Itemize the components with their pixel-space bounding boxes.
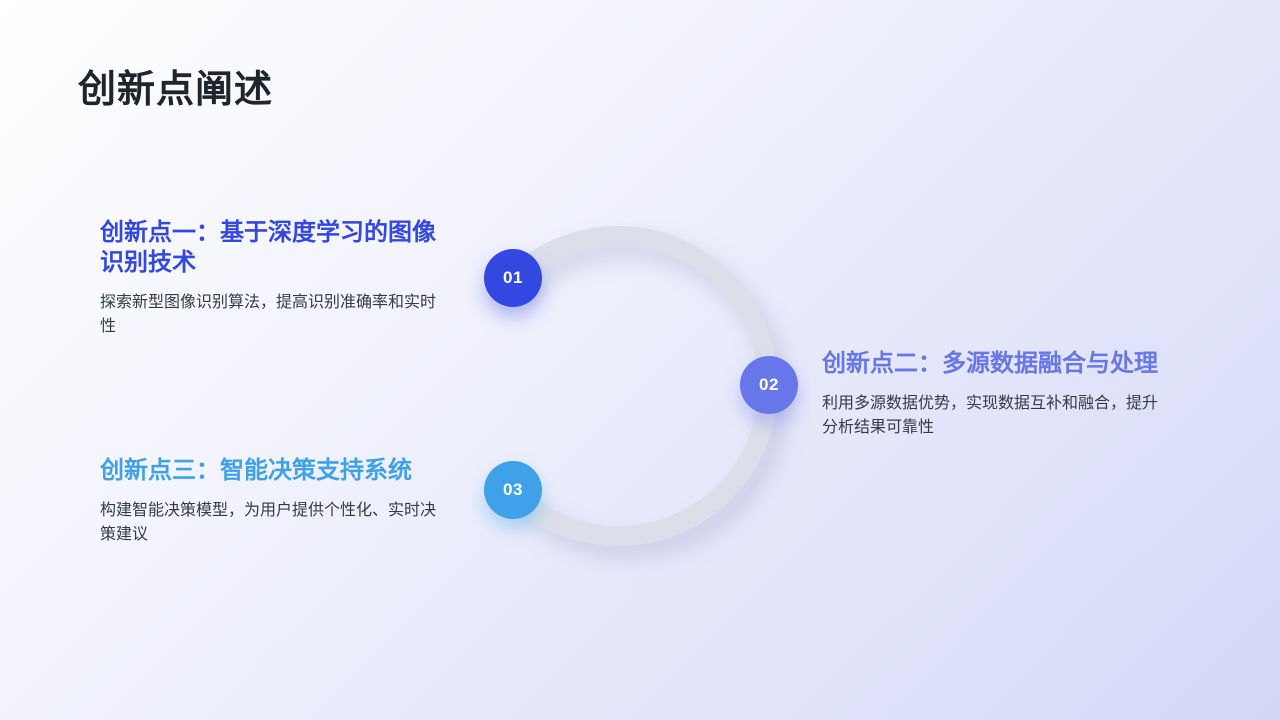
innovation-block-3: 创新点三：智能决策支持系统 构建智能决策模型，为用户提供个性化、实时决 策建议 (100, 456, 472, 547)
innovation-1-description: 探索新型图像识别算法，提高识别准确率和实时 性 (100, 291, 456, 339)
step-number-03: 03 (503, 480, 523, 499)
step-number-02: 02 (759, 375, 779, 394)
innovation-3-title: 创新点三：智能决策支持系统 (100, 456, 472, 486)
innovation-2-description-line1: 利用多源数据优势，实现数据互补和融合，提升 (822, 395, 1159, 412)
innovation-2-title: 创新点二：多源数据融合与处理 (822, 349, 1194, 379)
innovation-block-1: 创新点一：基于深度学习的图像 识别技术 探索新型图像识别算法，提高识别准确率和实… (100, 218, 456, 339)
innovation-1-description-line1: 探索新型图像识别算法，提高识别准确率和实时 (100, 294, 437, 311)
page-title: 创新点阐述 (78, 69, 274, 111)
innovation-1-title-line1: 创新点一：基于深度学习的图像 (100, 219, 436, 246)
innovation-2-description-line2: 分析结果可靠性 (822, 419, 935, 436)
innovation-1-title: 创新点一：基于深度学习的图像 识别技术 (100, 218, 456, 278)
innovation-block-2: 创新点二：多源数据融合与处理 利用多源数据优势，实现数据互补和融合，提升 分析结… (822, 349, 1194, 440)
step-badge-02: 02 (740, 356, 798, 414)
innovation-2-description: 利用多源数据优势，实现数据互补和融合，提升 分析结果可靠性 (822, 392, 1194, 440)
innovation-1-title-line2: 识别技术 (100, 249, 196, 276)
innovation-1-description-line2: 性 (100, 318, 117, 335)
ring-arc (504, 226, 779, 546)
step-number-01: 01 (503, 268, 523, 287)
innovation-3-description-line2: 策建议 (100, 526, 149, 543)
step-badge-01: 01 (484, 249, 542, 307)
innovation-2-title-line1: 创新点二：多源数据融合与处理 (822, 350, 1158, 377)
innovation-3-description-line1: 构建智能决策模型，为用户提供个性化、实时决 (100, 502, 437, 519)
innovation-3-title-line1: 创新点三：智能决策支持系统 (100, 457, 412, 484)
step-badge-03: 03 (484, 461, 542, 519)
innovation-3-description: 构建智能决策模型，为用户提供个性化、实时决 策建议 (100, 499, 472, 547)
